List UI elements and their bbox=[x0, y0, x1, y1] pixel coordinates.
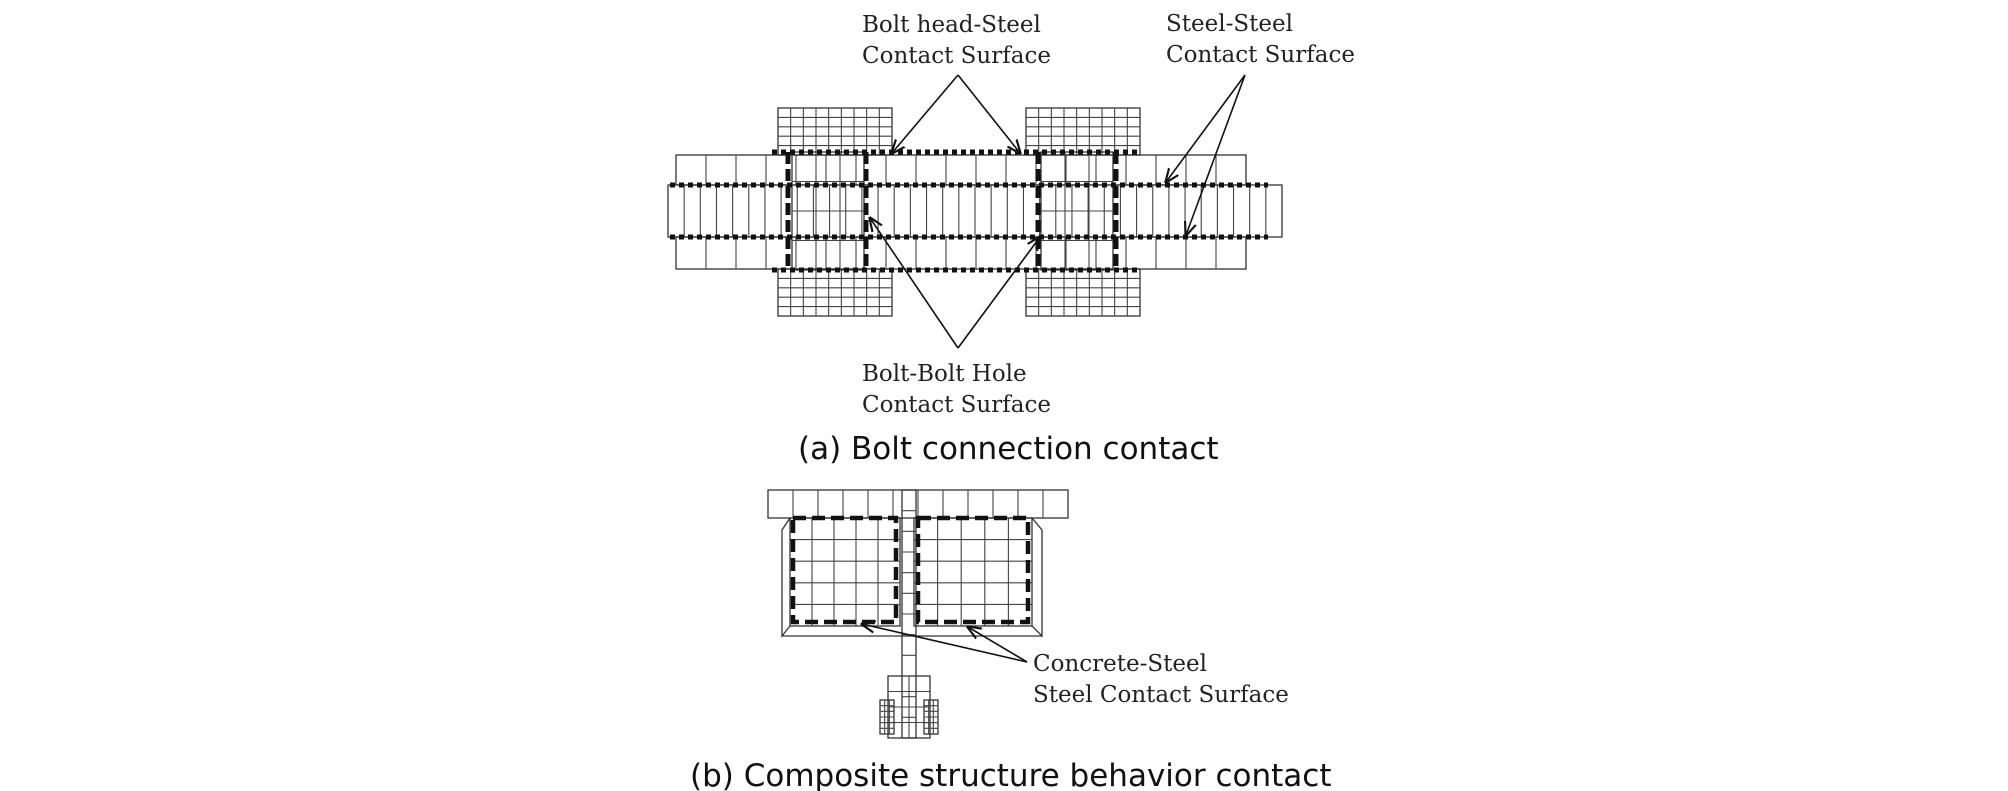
top-flange bbox=[767, 489, 1069, 519]
bolt-connection-mesh bbox=[667, 107, 1283, 317]
concrete-block-right bbox=[913, 517, 1033, 627]
bolt-hole-arrows bbox=[870, 218, 1040, 349]
bolt-left bbox=[879, 699, 895, 735]
concrete-steel-contact-lines bbox=[790, 515, 1031, 625]
bolt-nut-right-bottom bbox=[1025, 268, 1141, 317]
bolt-nut-left-bottom bbox=[777, 268, 893, 317]
concrete-edge bbox=[781, 517, 1043, 638]
bolt-head-left-top bbox=[777, 107, 893, 156]
bolt-shank-left bbox=[791, 151, 865, 271]
caption-a: (a) Bolt connection contact bbox=[798, 431, 1219, 467]
concrete-steel-arrows bbox=[862, 624, 1028, 663]
steel-steel-arrows bbox=[1166, 74, 1246, 235]
concrete-steel-label: Concrete-Steel Steel Contact Surface bbox=[1033, 651, 1289, 708]
concrete-block-left bbox=[789, 517, 901, 627]
caption-b: (b) Composite structure behavior contact bbox=[690, 758, 1331, 791]
outer-plate-bottom bbox=[675, 236, 1247, 270]
bolt-head-steel-arrows bbox=[892, 74, 1020, 153]
bolt-head-steel-label: Bolt head-Steel Contact Surface bbox=[862, 12, 1051, 69]
steel-steel-label: Steel-Steel Contact Surface bbox=[1166, 11, 1355, 68]
bolt-hole-contact-lines bbox=[785, 152, 1119, 270]
bottom-web-detail bbox=[887, 675, 931, 739]
bolt-hole-label: Bolt-Bolt Hole Contact Surface bbox=[862, 361, 1051, 418]
inner-plate bbox=[667, 184, 1283, 238]
bolt-head-right-top bbox=[1025, 107, 1141, 156]
outer-plate-top bbox=[675, 154, 1247, 186]
steel-steel-contact-lines bbox=[670, 149, 1268, 273]
bolt-shank-right bbox=[1040, 151, 1114, 271]
bolt-right bbox=[923, 699, 939, 735]
